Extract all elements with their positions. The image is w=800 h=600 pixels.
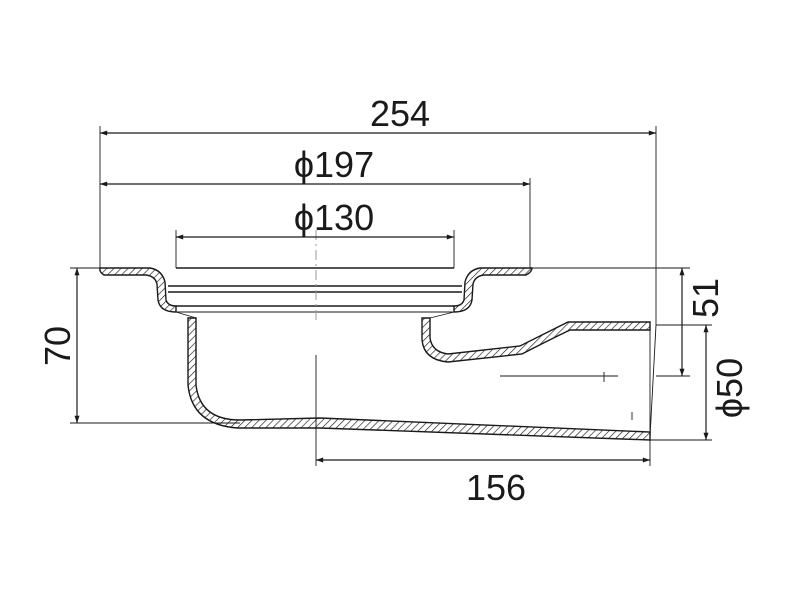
outlet-top-wall: [421, 317, 651, 363]
dimension-70-label: 70: [37, 326, 78, 366]
dimension-130-label: ϕ130: [294, 197, 374, 238]
inner-cap-left: [175, 311, 197, 319]
dimension-254-label: 254: [370, 93, 430, 134]
dimension-156: 156: [316, 440, 651, 508]
dimension-51-label: 51: [685, 278, 726, 318]
dimension-50: ϕ50: [650, 324, 750, 441]
outlet-end-line-inner: [649, 324, 657, 438]
dimension-130: ϕ130: [175, 197, 455, 268]
dimension-70: 70: [37, 267, 240, 424]
dimension-156-label: 156: [466, 467, 526, 508]
right-flange: [453, 267, 533, 313]
dimension-51: 51: [532, 267, 726, 377]
bowl-wall: [187, 317, 651, 441]
inner-cap-right: [429, 311, 455, 319]
dimension-197: ϕ197: [100, 144, 531, 268]
drain-body: [99, 267, 657, 441]
dimension-254: 254: [99, 93, 657, 325]
dimension-50-label: ϕ50: [709, 358, 750, 418]
dimension-197-label: ϕ197: [294, 144, 374, 185]
left-flange: [99, 267, 177, 313]
